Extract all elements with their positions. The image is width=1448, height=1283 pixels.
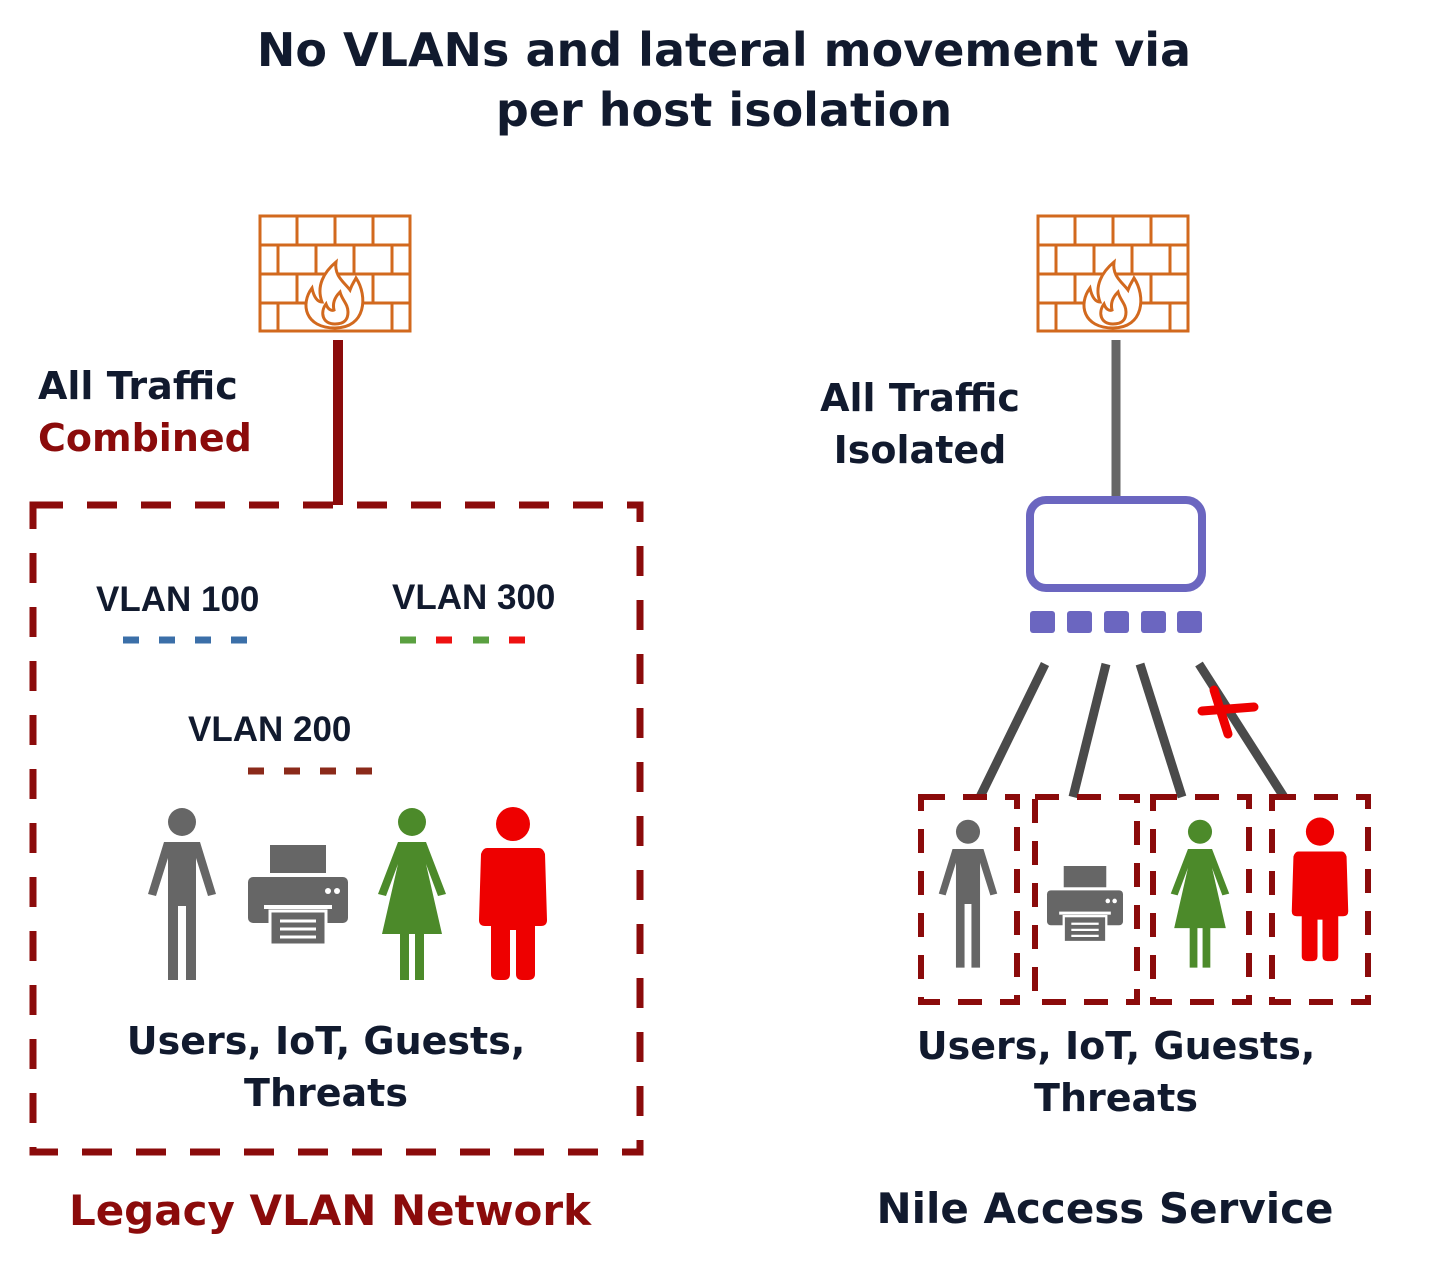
left-endpoints-label: Users, IoT, Guests, Threats	[96, 1015, 556, 1119]
link-user	[975, 662, 1050, 799]
right-endpoints-label: Users, IoT, Guests, Threats	[886, 1020, 1346, 1124]
right-endpoints-line-1: Users, IoT, Guests,	[916, 1024, 1316, 1068]
right-traffic-line-1: All Traffic	[820, 376, 1020, 420]
vlan-200-label: VLAN 200	[188, 710, 352, 749]
guest-icon-left	[378, 808, 446, 980]
right-traffic-label: All Traffic Isolated	[800, 372, 1040, 476]
switch-icon	[1026, 496, 1206, 633]
isolation-box-printer	[1032, 794, 1140, 1005]
left-endpoints-line-1: Users, IoT, Guests,	[126, 1019, 526, 1063]
user-icon-right	[938, 819, 998, 968]
guest-icon-right	[1170, 819, 1230, 968]
firewall-icon-left	[258, 214, 412, 333]
right-traffic-line-2: Isolated	[833, 428, 1007, 472]
left-endpoints-line-2: Threats	[244, 1071, 408, 1115]
printer-icon-right	[1045, 864, 1125, 944]
printer-icon-left	[246, 843, 350, 947]
left-traffic-label: All Traffic Combined	[38, 360, 252, 464]
left-traffic-line-2: Combined	[38, 416, 252, 460]
left-traffic-line-1: All Traffic	[38, 364, 238, 408]
legacy-network-caption: Legacy VLAN Network	[68, 1186, 592, 1235]
right-endpoints-line-2: Threats	[1034, 1076, 1198, 1120]
nile-service-caption: Nile Access Service	[876, 1184, 1334, 1233]
page-title: No VLANs and lateral movement via per ho…	[0, 20, 1448, 140]
firewall-icon-right	[1036, 214, 1190, 333]
isolation-box-user	[918, 794, 1020, 1005]
link-threat	[1195, 661, 1288, 800]
legacy-network-boundary	[29, 501, 644, 1156]
title-line-1: No VLANs and lateral movement via	[256, 23, 1192, 77]
x-mark-icon	[1197, 685, 1259, 739]
link-guest	[1135, 662, 1187, 799]
vlan-300-label: VLAN 300	[392, 578, 556, 617]
vlan-100-label: VLAN 100	[96, 580, 260, 619]
isolation-box-threat	[1269, 794, 1371, 1005]
threat-icon-left	[479, 807, 547, 980]
isolation-box-guest	[1150, 794, 1252, 1005]
title-line-2: per host isolation	[495, 83, 953, 137]
user-icon-left	[148, 808, 216, 980]
link-printer	[1068, 662, 1111, 799]
threat-icon-right	[1291, 817, 1349, 962]
